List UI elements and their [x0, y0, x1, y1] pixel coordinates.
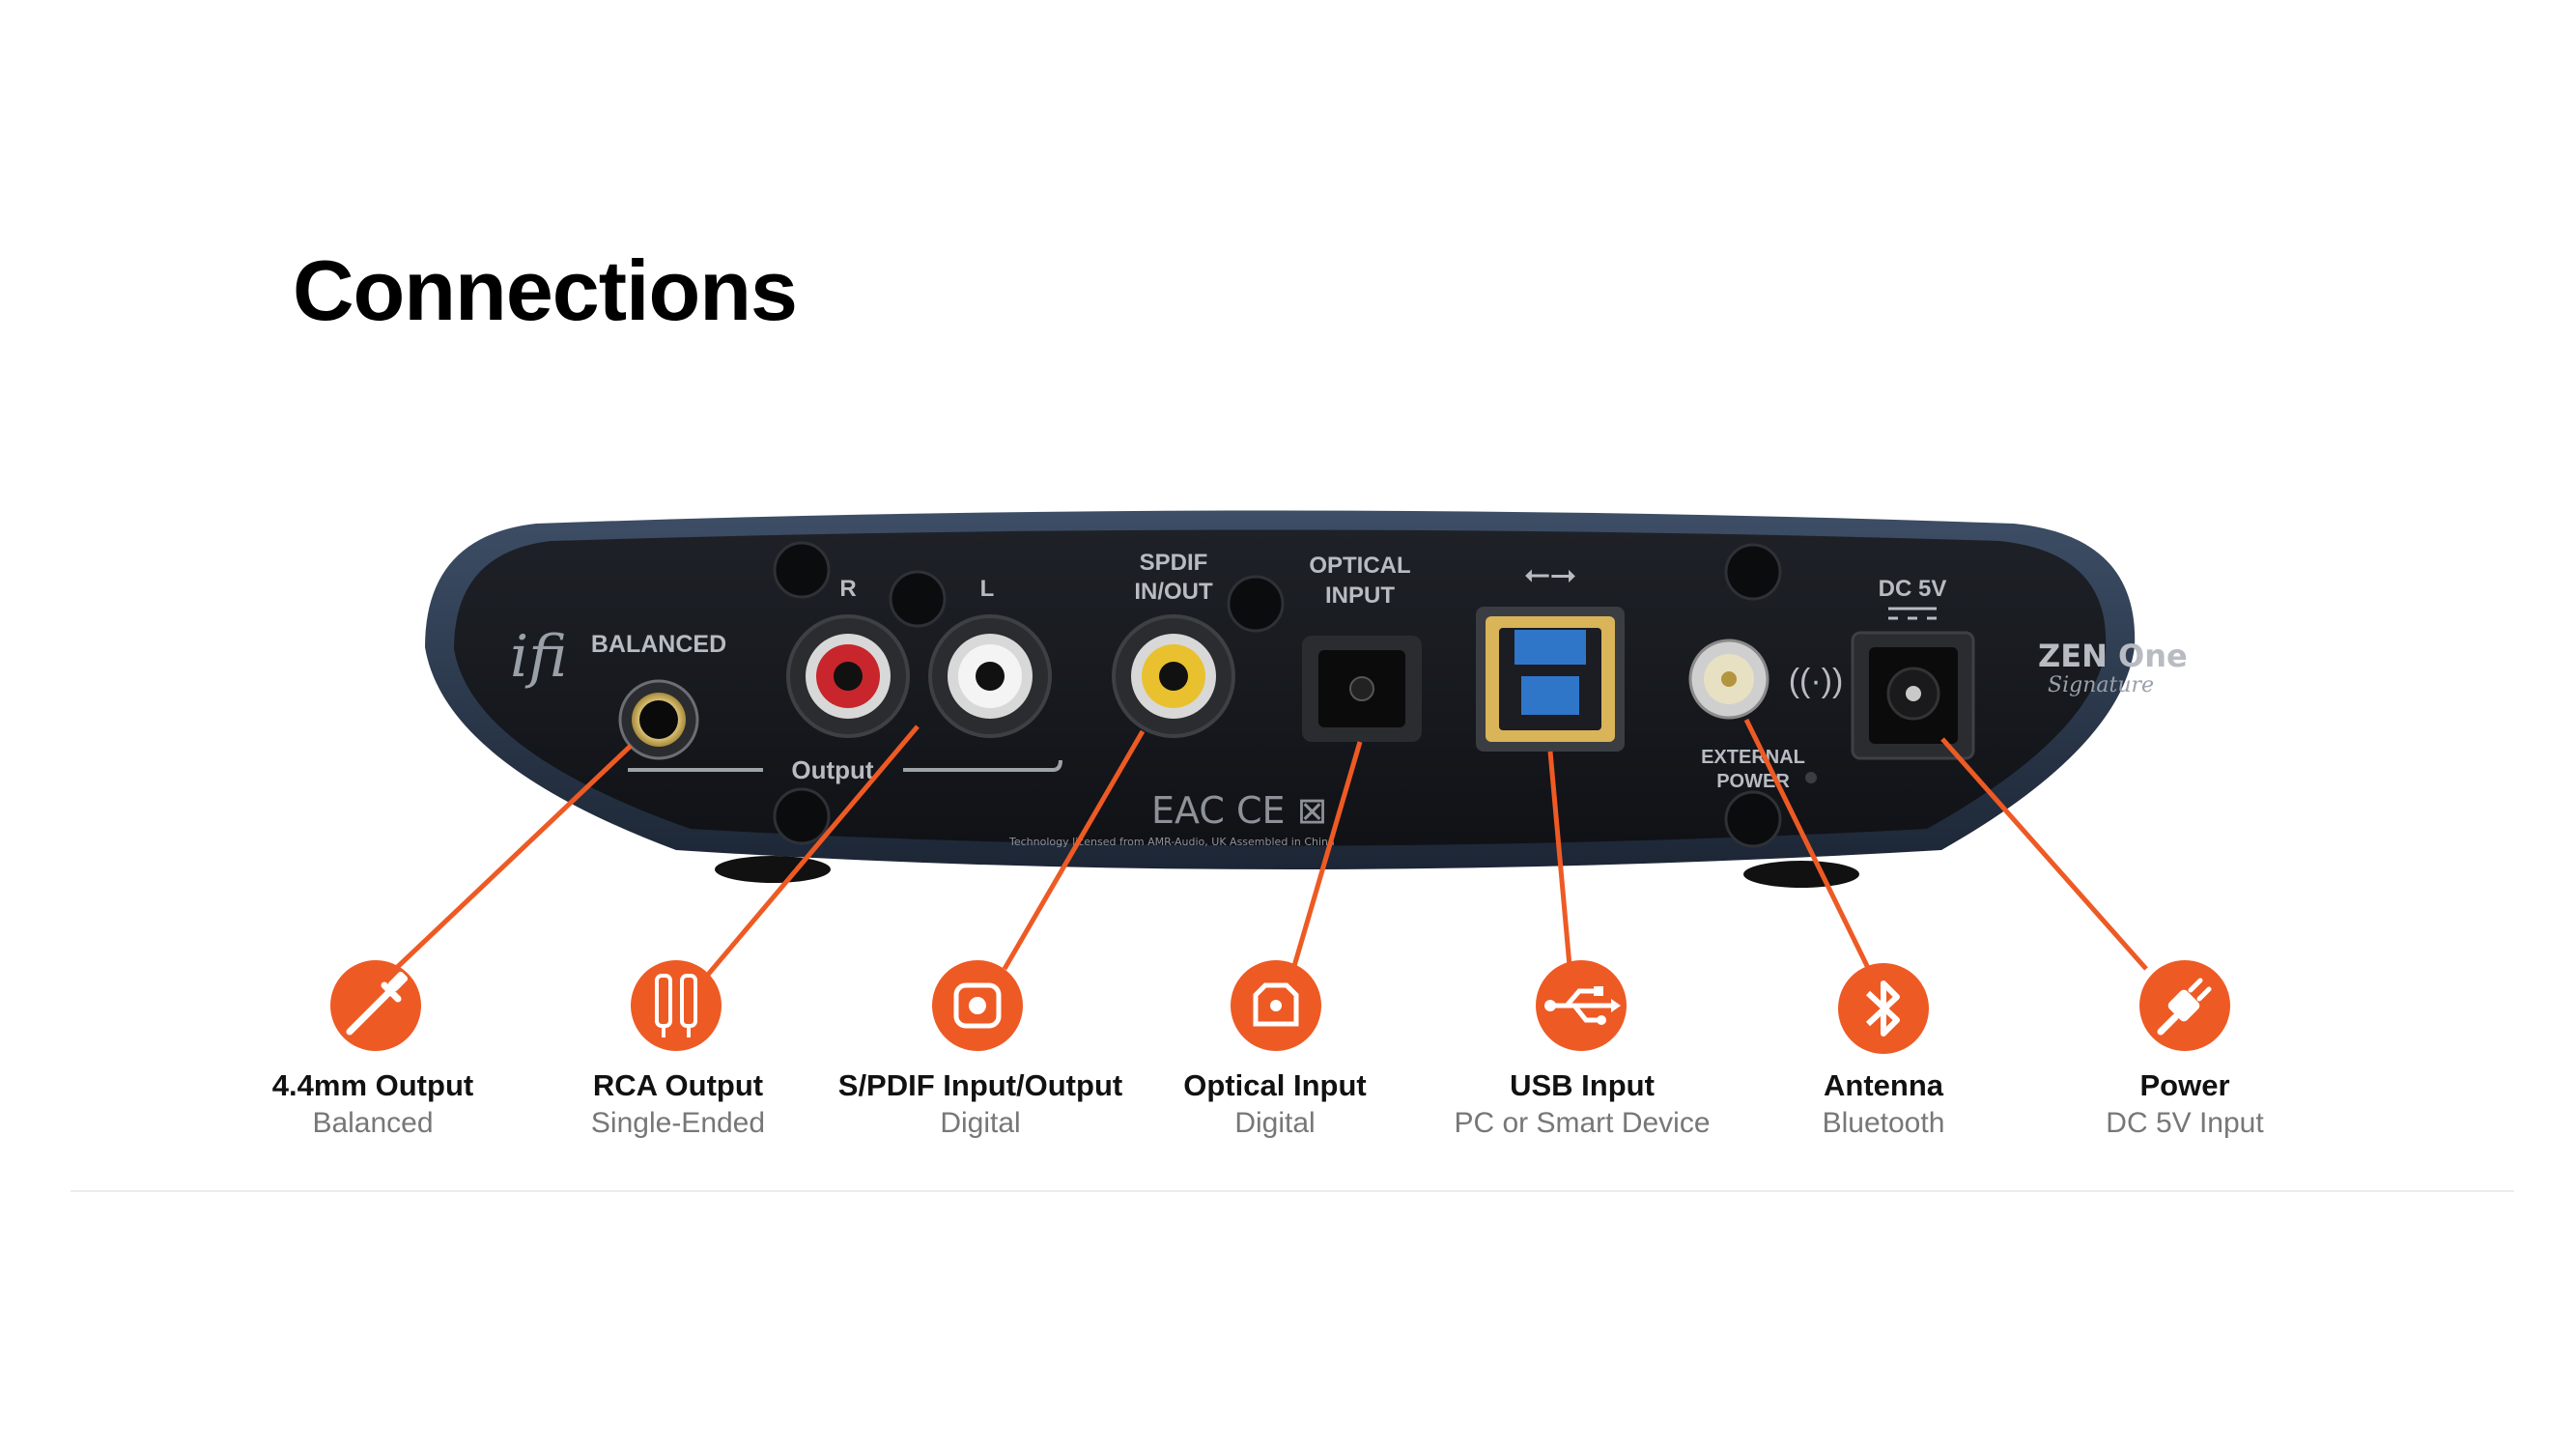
connection-legend-power: Power DC 5V Input	[2040, 1067, 2330, 1143]
connection-icon-rca-plug-icon	[631, 960, 722, 1051]
connection-title: Power	[2139, 1068, 2230, 1102]
model-script: Signature	[2048, 673, 2154, 697]
connection-subtitle: Balanced	[312, 1107, 434, 1139]
usb-port-tongue-top	[1514, 630, 1586, 665]
certification-marks: EAC CE ⊠	[1151, 789, 1327, 832]
optical-label-line2: INPUT	[1325, 582, 1395, 609]
connection-icon-headphone-jack-icon	[330, 960, 421, 1051]
connection-subtitle: Single-Ended	[590, 1107, 766, 1139]
connection-icon-bluetooth-icon	[1838, 963, 1929, 1054]
wireless-icon: ((·))	[1789, 663, 1844, 699]
output-label: Output	[791, 755, 874, 784]
device-foot-right	[1743, 861, 1859, 888]
brand-logo: ifi	[510, 623, 567, 691]
rca-l-label: L	[980, 576, 995, 602]
connection-icon-usb-icon	[1536, 960, 1627, 1051]
connection-legend-rca-output: RCA Output Single-Ended	[533, 1067, 823, 1143]
connection-title: USB Input	[1510, 1068, 1655, 1102]
screw	[1724, 790, 1782, 848]
connection-legend-4-4mm-output: 4.4mm Output Balanced	[228, 1067, 518, 1143]
spdif-pin	[1159, 662, 1188, 691]
leader-lines	[386, 718, 2148, 978]
fine-print: Technology licensed from AMR-Audio, UK A…	[1008, 836, 1335, 848]
screw	[773, 541, 831, 599]
optical-port-lens	[1349, 676, 1374, 701]
antenna-connector-pin	[1721, 671, 1737, 687]
rca-right-pin	[834, 662, 863, 691]
screw	[773, 787, 831, 845]
output-bracket	[628, 759, 1062, 772]
external-power-led	[1805, 772, 1817, 783]
connection-legend-spdif: S/PDIF Input/Output Digital	[835, 1067, 1125, 1143]
optical-label-line1: OPTICAL	[1309, 553, 1410, 579]
rca-left-pin	[976, 662, 1005, 691]
screw	[889, 570, 947, 628]
dc-jack-pin	[1906, 686, 1921, 701]
external-power-label-line1: EXTERNAL	[1701, 747, 1805, 768]
page-title: Connections	[293, 242, 798, 338]
connection-title: S/PDIF Input/Output	[837, 1068, 1123, 1102]
connection-title: Optical Input	[1183, 1068, 1367, 1102]
screw	[1227, 575, 1285, 633]
connection-subtitle: Digital	[940, 1107, 1021, 1139]
spdif-label-line2: IN/OUT	[1134, 579, 1213, 605]
connection-subtitle: Digital	[1234, 1107, 1316, 1139]
connection-subtitle: Bluetooth	[1822, 1107, 1945, 1139]
dc-label: DC 5V	[1879, 576, 1947, 602]
connection-icon-optical-icon	[1231, 960, 1321, 1051]
screw	[1724, 543, 1782, 601]
connection-legend-usb-input: USB Input PC or Smart Device	[1437, 1067, 1727, 1143]
connection-legend-antenna: Antenna Bluetooth	[1739, 1067, 2028, 1143]
balanced-label: BALANCED	[591, 631, 726, 658]
connection-legend-optical-input: Optical Input Digital	[1130, 1067, 1420, 1143]
connection-icon-power-plug-icon	[2139, 960, 2230, 1051]
connection-title: 4.4mm Output	[271, 1068, 474, 1102]
connection-icon-spdif-icon	[932, 960, 1023, 1051]
connection-subtitle: DC 5V Input	[2106, 1107, 2264, 1139]
connection-title: RCA Output	[592, 1068, 764, 1102]
spdif-label-line1: SPDIF	[1140, 550, 1208, 576]
connection-title: Antenna	[1824, 1068, 1943, 1102]
balanced-jack-hole	[639, 700, 678, 739]
usb-symbol-icon: ⭠⭢	[1524, 555, 1576, 592]
dc-symbol	[1888, 607, 1937, 620]
section-divider	[71, 1190, 2514, 1192]
model-logo: ZEN One	[2038, 638, 2188, 674]
usb-port-tongue-bottom	[1521, 676, 1579, 715]
device-back-panel	[454, 529, 2107, 846]
device-foot-left	[715, 856, 831, 883]
connection-subtitle: PC or Smart Device	[1454, 1107, 1711, 1139]
rca-r-label: R	[839, 576, 856, 602]
